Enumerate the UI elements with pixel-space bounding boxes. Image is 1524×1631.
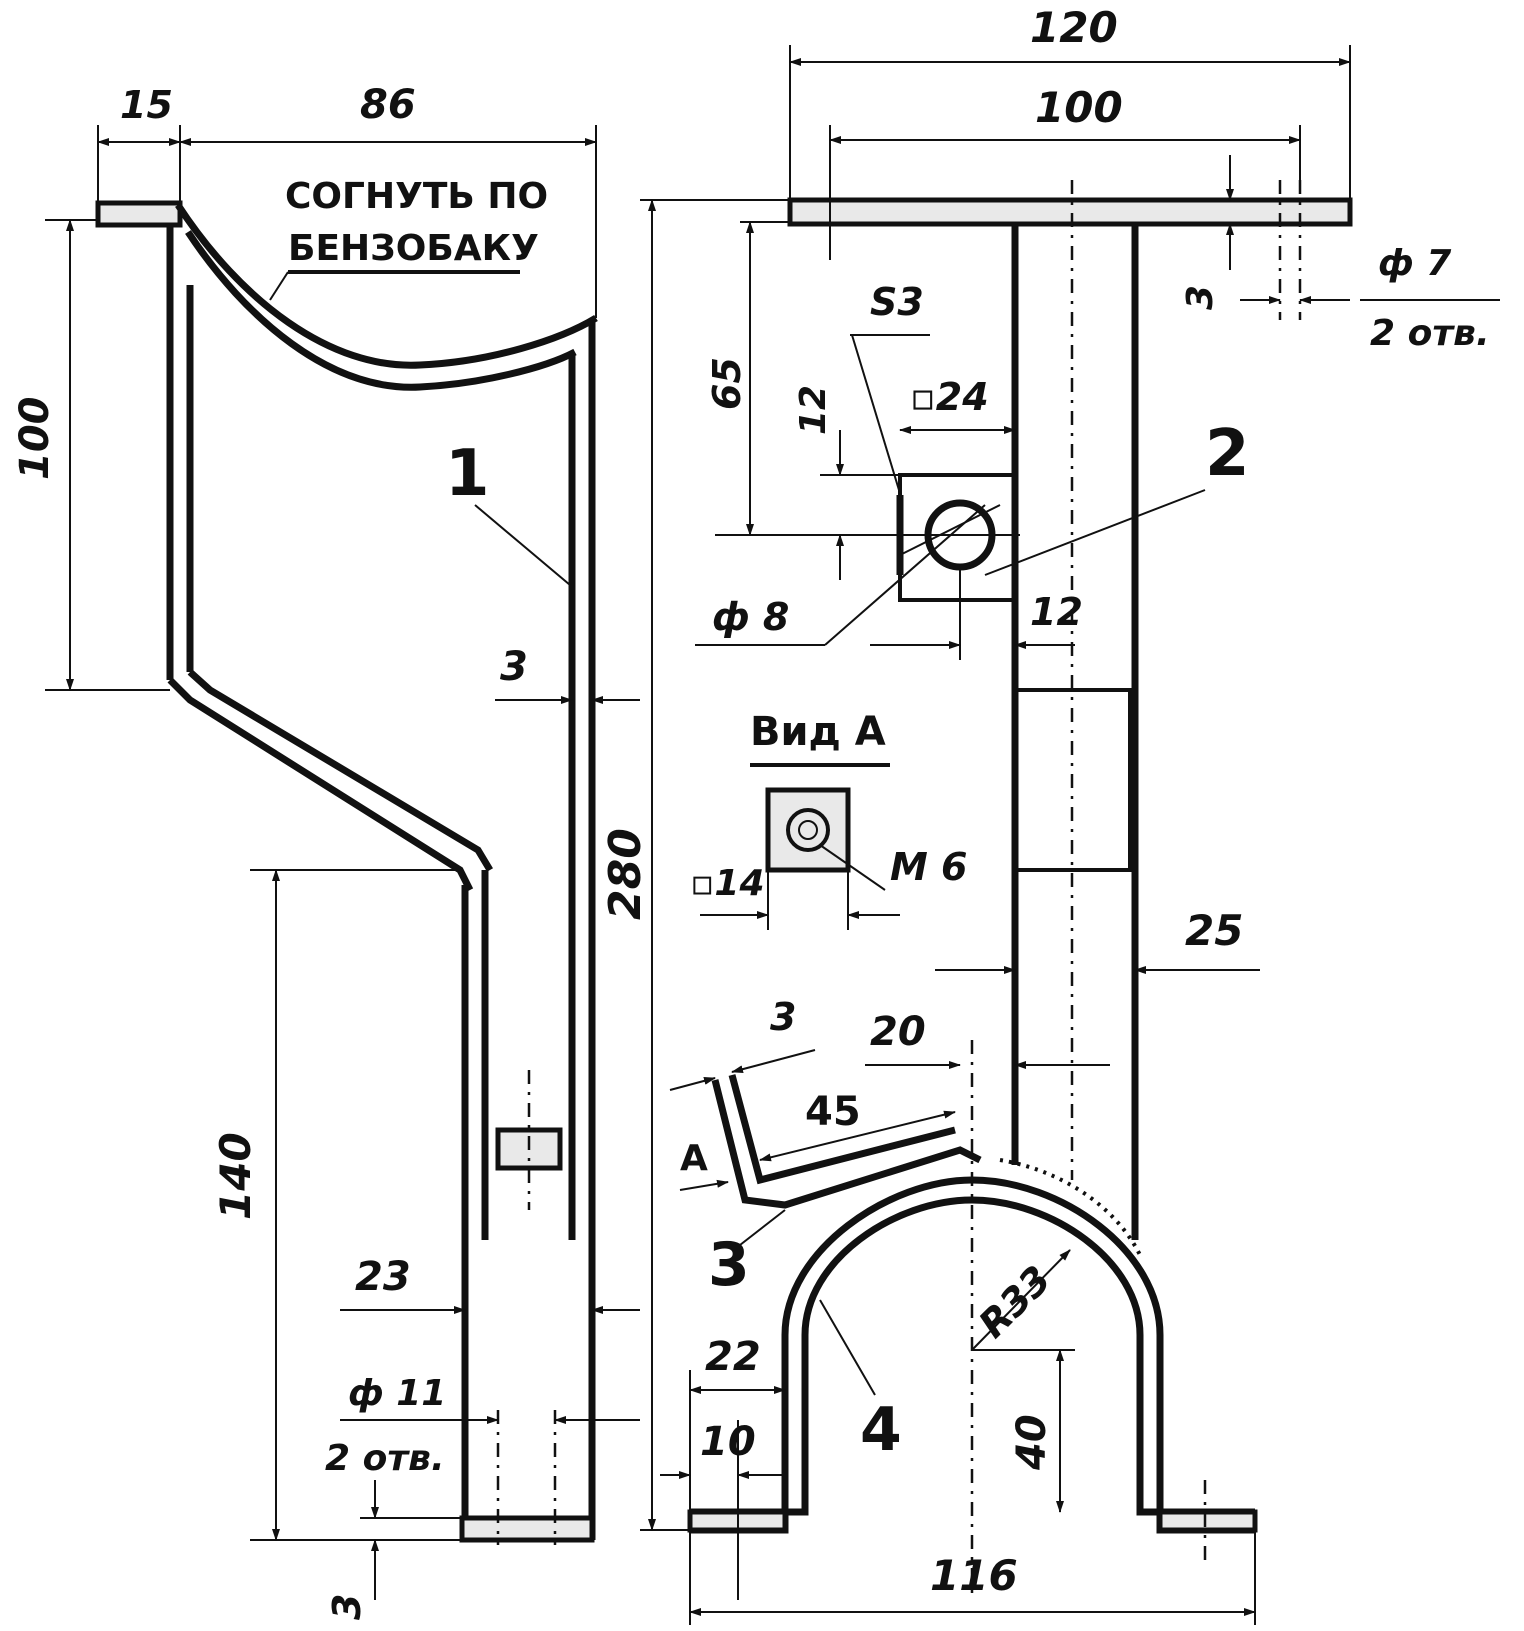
nut-plate [898,473,1017,602]
right-bracket-part [687,180,1353,1600]
view-a-nut [765,787,851,873]
right-top-plate [787,197,1353,227]
hole-8: ф 8 [712,595,789,639]
left-tank-curve-inner [185,230,577,391]
dim-140: 140 [211,1132,260,1220]
left-tank-curve [175,203,598,369]
dim-280: 280 [600,828,651,920]
dim-20: 20 [870,1009,926,1055]
dim-120: 120 [1030,3,1118,52]
dim-sq14: ▫14 [690,863,765,904]
dim-65: 65 [705,357,749,410]
dim-r33: R33 [970,1257,1059,1346]
dim-86: 86 [360,82,416,128]
dim-12-vertical: 12 [793,385,834,435]
arch-weld [999,1158,1142,1256]
dim-15: 15 [120,83,173,127]
hole-7: ф 7 [1378,243,1451,284]
bend-note-line1: СОГНУТЬ ПО [285,176,548,217]
dim-100-left: 100 [12,397,58,481]
dim-23: 23 [355,1254,411,1300]
part-4-label: 4 [860,1395,902,1465]
view-a-marker: А [680,1138,708,1179]
part-3-label: 3 [708,1230,750,1300]
left-bottom-flange [459,1515,595,1543]
dim-10: 10 [700,1419,756,1465]
dim-3-top: 3 [1180,285,1221,310]
left-top-flange [95,200,183,228]
dim-s3: S3 [870,280,924,324]
holes-2-left: 2 отв. [325,1438,445,1479]
arch-inner [690,1196,1255,1516]
dim-3-bottom: 3 [325,1594,369,1620]
left-joggle-inner [187,669,494,872]
hole-11: ф 11 [348,1373,446,1414]
dim-12-horizontal: 12 [1030,590,1083,634]
left-joggle-outer [167,677,474,892]
dim-100-top: 100 [1035,83,1123,132]
m6-label: М 6 [890,845,967,889]
dim-40: 40 [1009,1414,1055,1471]
dim-25: 25 [1185,906,1243,955]
part-1-label: 1 [445,437,490,511]
left-dimensions: 15 86 СОГНУТЬ ПО БЕНЗОБАКУ 100 1 3 140 2… [12,82,640,1620]
dim-3-wall: 3 [500,644,528,690]
bend-note-line2: БЕНЗОБАКУ [288,228,539,269]
bracket-3 [711,1079,982,1209]
dim-116: 116 [930,1551,1018,1600]
dim-22: 22 [705,1334,761,1380]
dim-3-bracket: 3 [770,995,796,1039]
dim-sq24: ▫24 [910,375,989,419]
dim-45: 45 [805,1089,861,1135]
holes-2-right: 2 отв. [1370,313,1490,354]
right-dimensions: 120 100 3 ф 7 2 отв. 280 65 S3 ▫24 [600,3,1500,1625]
part-2-label: 2 [1205,417,1250,491]
left-bracket-part [95,200,598,1545]
view-a-title: Вид А [750,709,886,755]
right-column-slot [1013,688,1132,872]
